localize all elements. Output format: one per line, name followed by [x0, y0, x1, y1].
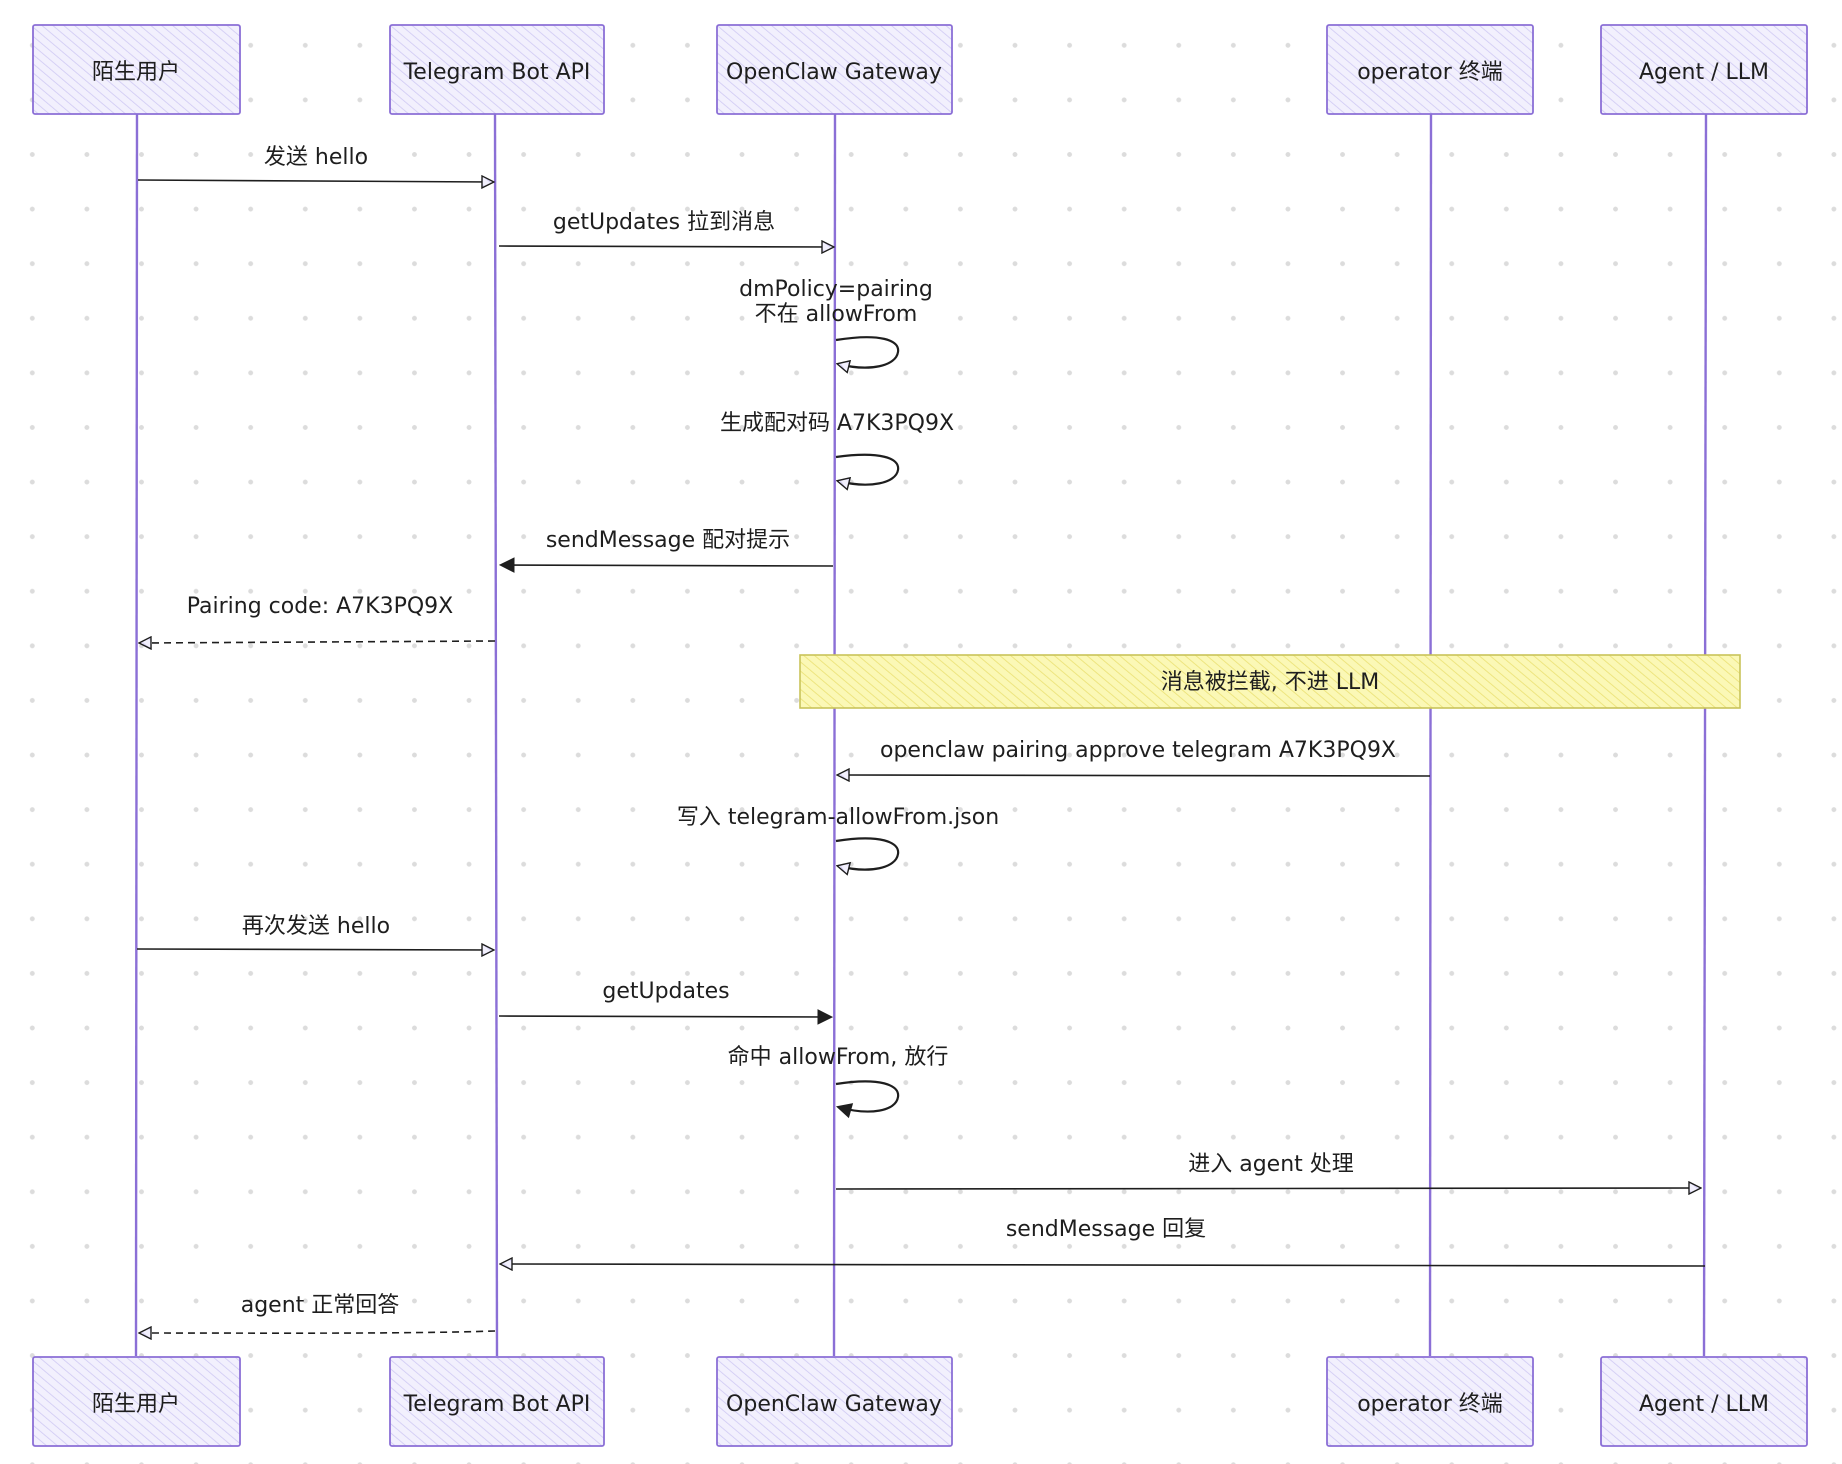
participant-label: operator 终端	[1357, 1392, 1503, 1417]
message-label: Pairing code: A7K3PQ9X	[187, 594, 454, 619]
lifeline-gateway	[832, 113, 837, 1357]
participant-user: 陌生用户	[32, 24, 241, 115]
message-label: 再次发送 hello	[242, 914, 390, 939]
message-label: sendMessage 配对提示	[546, 528, 790, 553]
message-label: 发送 hello	[264, 145, 368, 170]
self-loop-arrow	[836, 336, 900, 367]
note-label: 消息被拦截, 不进 LLM	[1161, 670, 1379, 695]
message-arrow	[501, 1264, 1706, 1266]
lifeline-agent	[1702, 113, 1708, 1357]
participants-bottom: 陌生用户 Telegram Bot API OpenClaw Gateway o…	[32, 1356, 1808, 1447]
participant-label: OpenClaw Gateway	[726, 1392, 942, 1417]
lifelines	[134, 113, 1708, 1357]
participant-agent: Agent / LLM	[1600, 1356, 1808, 1447]
lifeline-telegram	[493, 113, 499, 1357]
participant-label: operator 终端	[1357, 60, 1503, 85]
lifeline-operator	[1428, 113, 1433, 1357]
message-label: getUpdates 拉到消息	[553, 210, 775, 235]
messages: 发送 hello getUpdates 拉到消息 dmPolicy=pairin…	[137, 145, 1705, 1333]
participant-label: 陌生用户	[92, 1392, 180, 1417]
message-label: agent 正常回答	[241, 1293, 400, 1318]
participant-label: Agent / LLM	[1639, 1392, 1769, 1417]
participant-label: Telegram Bot API	[403, 1392, 591, 1417]
participant-operator: operator 终端	[1326, 1356, 1534, 1447]
message-arrow	[498, 1016, 831, 1017]
message-label: dmPolicy=pairing	[739, 277, 933, 302]
message-arrow	[501, 565, 834, 566]
participant-label: 陌生用户	[92, 60, 180, 85]
note-blocked: 消息被拦截, 不进 LLM	[799, 654, 1741, 709]
participant-gateway: OpenClaw Gateway	[716, 24, 953, 115]
participant-agent: Agent / LLM	[1600, 24, 1808, 115]
message-arrow	[140, 641, 496, 643]
participant-gateway: OpenClaw Gateway	[716, 1356, 953, 1447]
message-label: getUpdates	[602, 979, 729, 1004]
message-label: 生成配对码 A7K3PQ9X	[720, 411, 954, 436]
participants-top: 陌生用户 Telegram Bot API OpenClaw Gateway o…	[32, 24, 1808, 115]
participant-telegram: Telegram Bot API	[389, 24, 605, 115]
message-arrow	[136, 949, 493, 950]
message-arrow	[835, 1188, 1700, 1189]
message-label: 进入 agent 处理	[1188, 1152, 1354, 1177]
self-loop-arrow	[836, 837, 900, 869]
message-arrow	[838, 775, 1431, 776]
self-loop-arrow	[836, 453, 900, 485]
participant-label: OpenClaw Gateway	[726, 60, 942, 85]
participant-label: Telegram Bot API	[403, 60, 591, 85]
message-arrow	[498, 246, 833, 247]
message-label: openclaw pairing approve telegram A7K3PQ…	[880, 738, 1396, 763]
message-label: 不在 allowFrom	[755, 302, 918, 327]
message-label: 写入 telegram-allowFrom.json	[677, 805, 999, 830]
participant-label: Agent / LLM	[1639, 60, 1769, 85]
lifeline-user	[134, 113, 139, 1357]
participant-operator: operator 终端	[1326, 24, 1534, 115]
message-label: sendMessage 回复	[1006, 1217, 1206, 1242]
participant-user: 陌生用户	[32, 1356, 241, 1447]
participant-telegram: Telegram Bot API	[389, 1356, 605, 1447]
message-arrow	[140, 1331, 496, 1333]
self-loop-arrow	[835, 1080, 900, 1111]
message-arrow	[137, 180, 493, 182]
message-label: 命中 allowFrom, 放行	[728, 1045, 949, 1070]
